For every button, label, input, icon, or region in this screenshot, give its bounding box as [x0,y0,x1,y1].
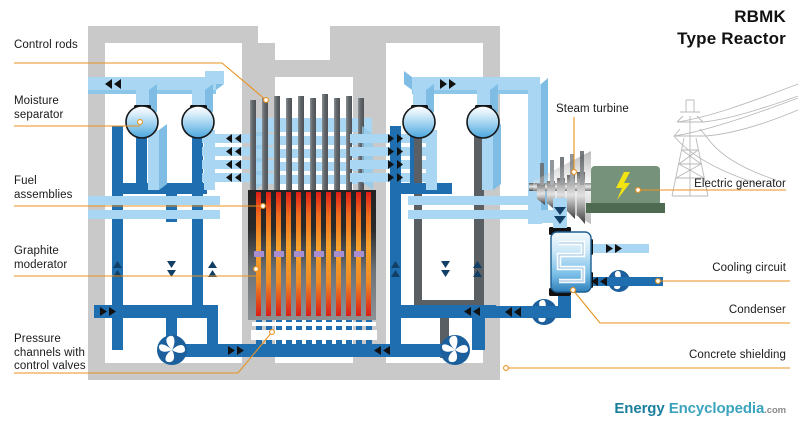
moderator-bands [254,251,364,257]
page-title: RBMK Type Reactor [677,6,786,50]
label-pressure-channels: Pressure channels with control valves [14,333,86,372]
reactor-core [248,190,376,320]
bottom-line-left [177,344,269,357]
brand-word-energy: Energy [614,400,665,417]
pressure-channels-with-control-valves [248,320,377,357]
steam-turbine [529,151,591,224]
steam-feeds-right [408,124,540,219]
brand-suffix: .com [764,405,786,416]
label-electric-generator: Electric generator [694,178,786,190]
moisture-separator-left-2 [181,105,215,139]
label-cooling-circuit: Cooling circuit [712,262,786,274]
feed-header-right [390,305,496,318]
label-control-rods: Control rods [14,39,78,51]
cooling-outlet-pipe [593,277,663,286]
steam-header-right [412,77,540,90]
label-fuel-assemblies: Fuel assemblies [14,175,73,201]
feed-header-left [94,305,218,318]
leader-control-rods [14,62,267,101]
leader-pressure-channels [14,331,273,374]
electric-generator [586,166,665,213]
brand-word-encyclopedia: Encyclopedia [668,400,765,417]
label-graphite-moderator: Graphite moderator [14,245,68,271]
bottom-line-right [364,344,456,357]
flow-arrows [100,79,622,355]
downcomer-right [364,126,496,358]
pump-left [157,335,187,365]
title-line-2: Type Reactor [677,29,786,48]
leader-lines [14,62,790,374]
transmission-pylon [671,83,799,197]
moisture-separators [125,105,500,139]
title-line-1: RBMK [734,7,786,26]
label-concrete-shielding: Concrete shielding [688,349,786,361]
leader-condenser [572,289,790,324]
moisture-separator-right-1 [402,105,436,139]
label-moisture-separator: Moisture separator [14,95,64,121]
bottom-distribution-header [248,344,376,357]
valve-stack [251,320,377,350]
label-condenser: Condenser [728,304,786,316]
brand-watermark[interactable]: Energy Encyclopedia.com [614,400,786,417]
pump-right [440,335,470,365]
label-steam-turbine: Steam turbine [556,103,629,115]
lightning-bolt-icon [616,172,630,200]
moisture-separator-right-2 [466,105,500,139]
